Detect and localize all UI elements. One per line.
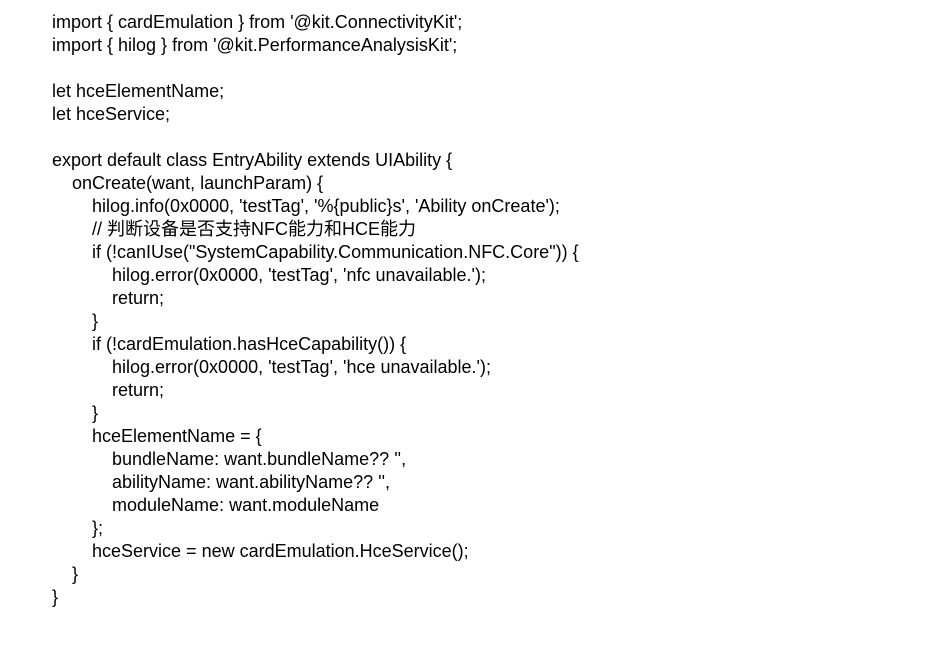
code-line: import { cardEmulation } from '@kit.Conn… bbox=[52, 12, 463, 32]
code-comment-line: // 判断设备是否支持NFC能力和HCE能力 bbox=[52, 219, 417, 239]
code-line: hilog.error(0x0000, 'testTag', 'hce unav… bbox=[52, 357, 491, 377]
code-line: } bbox=[52, 403, 99, 423]
code-line: let hceElementName; bbox=[52, 81, 225, 101]
code-line: hceService = new cardEmulation.HceServic… bbox=[52, 541, 469, 561]
code-line bbox=[52, 57, 579, 80]
code-line: let hceService; bbox=[52, 104, 171, 124]
code-line: onCreate(want, launchParam) { bbox=[52, 173, 324, 193]
code-line: hilog.error(0x0000, 'testTag', 'nfc unav… bbox=[52, 265, 486, 285]
code-line: return; bbox=[52, 380, 165, 400]
code-line: hceElementName = { bbox=[52, 426, 262, 446]
code-line: return; bbox=[52, 288, 165, 308]
code-line bbox=[52, 126, 579, 149]
code-line: if (!canIUse("SystemCapability.Communica… bbox=[52, 242, 579, 262]
code-line: }; bbox=[52, 518, 104, 538]
code-line: import { hilog } from '@kit.PerformanceA… bbox=[52, 35, 458, 55]
code-line: } bbox=[52, 564, 79, 584]
code-line: if (!cardEmulation.hasHceCapability()) { bbox=[52, 334, 407, 354]
code-line: abilityName: want.abilityName?? '', bbox=[52, 472, 391, 492]
code-line: export default class EntryAbility extend… bbox=[52, 150, 453, 170]
code-line: moduleName: want.moduleName bbox=[52, 495, 380, 515]
code-line: hilog.info(0x0000, 'testTag', '%{public}… bbox=[52, 196, 560, 216]
code-line: } bbox=[52, 587, 59, 607]
code-line: } bbox=[52, 311, 99, 331]
code-line: bundleName: want.bundleName?? '', bbox=[52, 449, 407, 469]
code-block: import { cardEmulation } from '@kit.Conn… bbox=[52, 11, 579, 609]
